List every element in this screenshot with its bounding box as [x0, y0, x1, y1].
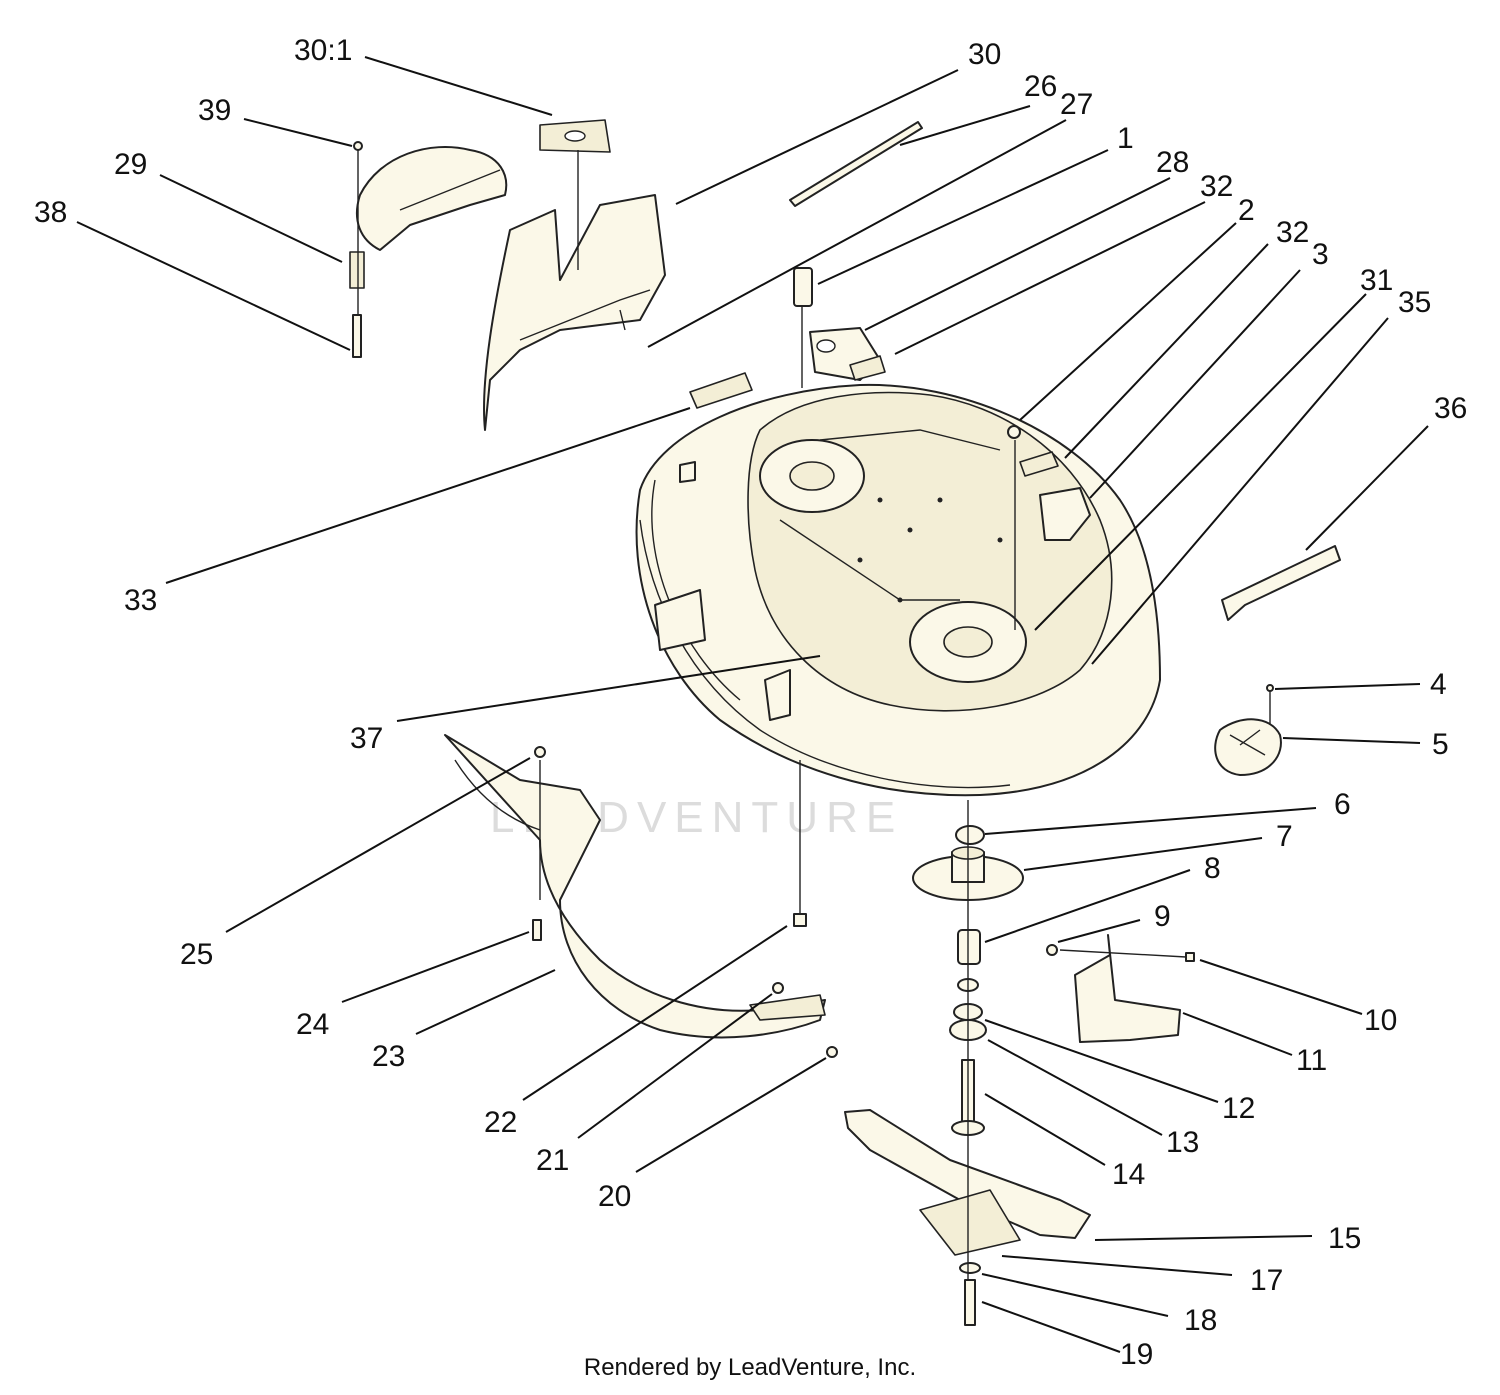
callout-18: 18 — [1184, 1304, 1217, 1337]
assembly-lines — [357, 150, 1271, 1280]
callout-28: 28 — [1156, 146, 1189, 179]
callout-38: 38 — [34, 196, 67, 229]
callout-10: 10 — [1364, 1004, 1397, 1037]
bolt-24 — [532, 919, 542, 941]
callout-13: 13 — [1166, 1126, 1199, 1159]
deck-housing — [635, 383, 1161, 797]
bolt-2 — [1007, 425, 1021, 439]
callout-11: 11 — [1296, 1044, 1327, 1077]
decal-strip-33 — [689, 372, 753, 409]
blade-bolt — [964, 1279, 976, 1326]
callout-5: 5 — [1432, 728, 1449, 761]
callout-6: 6 — [1334, 788, 1351, 821]
callout-36: 36 — [1434, 392, 1467, 425]
callout-26: 26 — [1024, 70, 1057, 103]
callout-21: 21 — [536, 1144, 569, 1177]
callout-25: 25 — [180, 938, 213, 971]
parts — [349, 119, 1341, 1326]
callout-3: 3 — [1312, 238, 1329, 271]
bolt-21 — [772, 982, 784, 994]
callout-29: 29 — [114, 148, 147, 181]
callout-27: 27 — [1060, 88, 1093, 121]
callout-20: 20 — [598, 1180, 631, 1213]
leader-lines — [76, 56, 1429, 1353]
callout-32-lower: 32 — [1276, 216, 1309, 249]
callout-4: 4 — [1430, 668, 1447, 701]
decal-strip-32-top — [849, 355, 886, 381]
decal-strip-32 — [1019, 451, 1059, 477]
callout-7: 7 — [1276, 820, 1293, 853]
spindle-cover — [1214, 718, 1282, 776]
callout-19: 19 — [1120, 1338, 1153, 1371]
nut-39 — [353, 141, 363, 151]
callout-1: 1 — [1117, 122, 1134, 155]
callout-12: 12 — [1222, 1092, 1255, 1125]
callout-35: 35 — [1398, 286, 1431, 319]
callout-23: 23 — [372, 1040, 405, 1073]
blade-stiffener — [919, 1189, 1021, 1256]
upper-deflector — [349, 146, 508, 289]
callout-31: 31 — [1360, 264, 1393, 297]
callout-15: 15 — [1328, 1222, 1361, 1255]
callout-32-upper: 32 — [1200, 170, 1233, 203]
decal-36 — [1221, 545, 1341, 621]
screw-9 — [1046, 944, 1058, 956]
nut-10 — [1185, 952, 1195, 962]
callout-30-1: 30:1 — [294, 34, 352, 67]
discharge-chute — [483, 119, 666, 431]
footer-credit: Rendered by LeadVenture, Inc. — [583, 1354, 917, 1381]
bolt-38 — [352, 314, 362, 358]
callout-labels: 30:1 30 26 27 1 28 32 2 32 3 31 35 36 39… — [34, 34, 1467, 1371]
callout-30: 30 — [968, 38, 1001, 71]
callout-24: 24 — [296, 1008, 329, 1041]
callout-2: 2 — [1238, 194, 1255, 227]
baffle — [1074, 934, 1181, 1043]
callout-17: 17 — [1250, 1264, 1283, 1297]
nut-20 — [826, 1046, 838, 1058]
lower-deflector — [444, 734, 826, 1039]
callout-9: 9 — [1154, 900, 1171, 933]
callout-22: 22 — [484, 1106, 517, 1139]
callout-8: 8 — [1204, 852, 1221, 885]
callout-14: 14 — [1112, 1158, 1145, 1191]
nut-22 — [793, 913, 807, 927]
lift-pin — [793, 267, 813, 307]
nut-25 — [534, 746, 546, 758]
callout-33: 33 — [124, 584, 157, 617]
callout-37: 37 — [350, 722, 383, 755]
hinge-rod — [789, 121, 923, 207]
callout-39: 39 — [198, 94, 231, 127]
